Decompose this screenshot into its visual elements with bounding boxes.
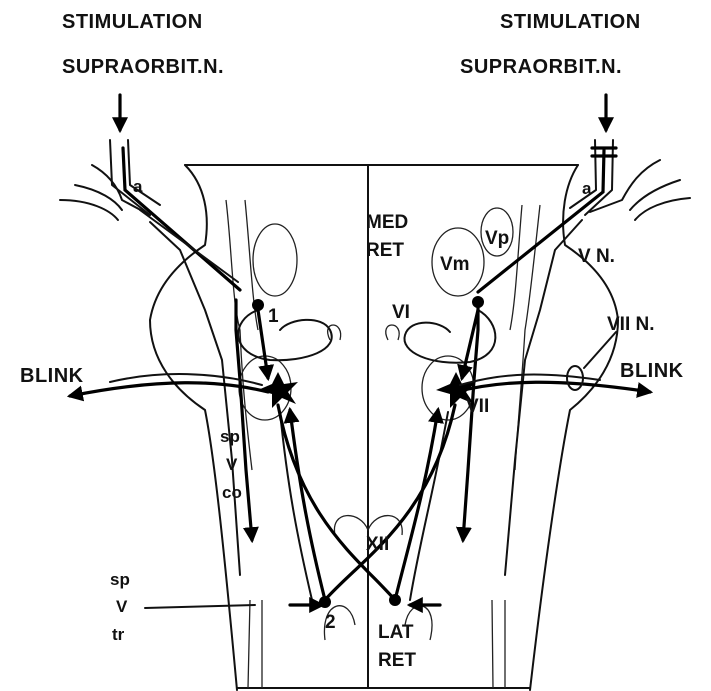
interneuron-1-left: [252, 299, 264, 311]
blink-label-left: BLINK: [20, 365, 84, 387]
sp-v-co-label-3: co: [222, 483, 242, 502]
stimulation-label-left: STIMULATION: [62, 11, 203, 33]
sp-v-tr-label-2: V: [116, 597, 128, 616]
vm-label: Vm: [440, 254, 470, 275]
spinal-cord-lines: [248, 600, 505, 688]
sp-v-co-label-2: V: [226, 455, 238, 474]
vp-label: Vp: [485, 228, 509, 249]
blink-output-left: [70, 383, 268, 396]
supraorbit-label-left: SUPRAORBIT.N.: [62, 56, 224, 78]
interneuron-lat-ret: [389, 594, 401, 606]
branch-a-left-label: a: [133, 177, 143, 196]
sp-v-tr-pointer: [145, 605, 255, 608]
med-ret-label-2: RET: [366, 240, 404, 261]
xii-label: XII: [366, 534, 389, 555]
med-ret-label-1: MED: [366, 212, 408, 233]
vii-n-label-pointer: [584, 332, 616, 368]
blink-label-right: BLINK: [620, 360, 684, 382]
sp-v-tr-label-1: sp: [110, 570, 130, 589]
sp-v-tr-label-3: tr: [112, 625, 125, 644]
interneuron-2: [319, 596, 331, 608]
vi-label: VI: [392, 302, 410, 323]
v-nerve-label: V N.: [578, 246, 615, 267]
blink-output-right: [456, 382, 650, 392]
vi-nucleus-right: [386, 325, 399, 340]
trigeminal-nucleus-left: [253, 224, 297, 296]
branch-a-right-label: a: [582, 179, 592, 198]
interneuron-1-right: [472, 296, 484, 308]
vii-label: VII: [466, 396, 489, 417]
supraorbit-label-right: SUPRAORBIT.N.: [460, 56, 622, 78]
lat-ret-label-1: LAT: [378, 622, 414, 643]
lat-ret-label-2: RET: [378, 650, 416, 671]
sp-v-co-label-1: sp: [220, 427, 240, 446]
right-supraorbital-nerve: [463, 140, 690, 575]
vii-nerve-label: VII N.: [607, 314, 655, 335]
left-supraorbital-nerve: [60, 140, 252, 575]
pathway-number-2: 2: [325, 612, 336, 633]
vi-nucleus-left: [328, 325, 341, 340]
nuclei-outlines: [226, 200, 540, 688]
pathway-number-1: 1: [268, 306, 279, 327]
stimulation-label-right: STIMULATION: [500, 11, 641, 33]
